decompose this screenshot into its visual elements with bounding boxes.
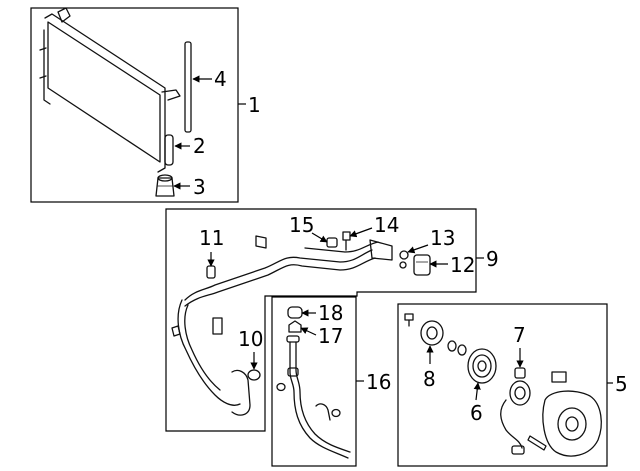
leader-13	[407, 244, 429, 254]
field-coil[interactable]	[500, 380, 531, 455]
callout-4: 4	[214, 67, 227, 91]
callout-10: 10	[238, 327, 263, 351]
seal-ring[interactable]	[399, 250, 409, 269]
refrigerant-line[interactable]	[177, 239, 393, 416]
mount-bushing[interactable]	[155, 174, 175, 197]
pulley[interactable]	[467, 348, 497, 384]
callout-12: 12	[450, 253, 475, 277]
callout-5: 5	[615, 372, 628, 396]
condenser-group: 4 2 3 1	[30, 7, 261, 203]
leader-14	[349, 227, 373, 238]
bolt[interactable]	[342, 231, 351, 251]
hose-o-ring[interactable]	[276, 382, 341, 418]
callout-18: 18	[318, 301, 343, 325]
group-box-1	[30, 7, 239, 203]
seal-strip[interactable]	[184, 41, 192, 133]
leader-15	[311, 232, 328, 243]
callout-14: 14	[374, 213, 399, 237]
callout-2: 2	[193, 134, 206, 158]
callout-6: 6	[470, 401, 483, 425]
coil-connector[interactable]	[514, 367, 526, 379]
callout-3: 3	[193, 175, 206, 199]
callout-13: 13	[430, 226, 455, 250]
o-ring[interactable]	[247, 369, 261, 381]
callout-17: 17	[318, 324, 343, 348]
leader-6	[473, 382, 481, 401]
pressure-switch[interactable]	[413, 254, 431, 276]
leader-17	[300, 327, 317, 336]
group-box-5	[397, 303, 608, 467]
compressor-group: 8 6 7 5	[397, 303, 628, 467]
line-bracket[interactable]	[171, 235, 267, 337]
hose[interactable]	[286, 335, 351, 459]
line-assembly-group: 11 10 15 14 13 12 9	[165, 208, 499, 432]
clutch-bolt[interactable]	[404, 313, 414, 327]
condenser[interactable]	[39, 7, 181, 173]
valve-core[interactable]	[288, 320, 302, 333]
callout-1: 1	[248, 93, 261, 117]
callout-8: 8	[423, 367, 436, 391]
callout-9: 9	[486, 247, 499, 271]
service-valve[interactable]	[206, 265, 216, 279]
callout-11: 11	[199, 226, 224, 250]
callout-16: 16	[366, 370, 391, 394]
clutch-hub[interactable]	[420, 320, 467, 356]
receiver-drier[interactable]	[164, 134, 174, 166]
compressor[interactable]	[527, 371, 602, 457]
group-box-9	[165, 208, 477, 432]
callout-15: 15	[289, 213, 314, 237]
cap[interactable]	[287, 306, 303, 319]
hose-group: 18 17 16	[271, 296, 391, 467]
nut[interactable]	[326, 237, 338, 248]
callout-7: 7	[513, 323, 526, 347]
